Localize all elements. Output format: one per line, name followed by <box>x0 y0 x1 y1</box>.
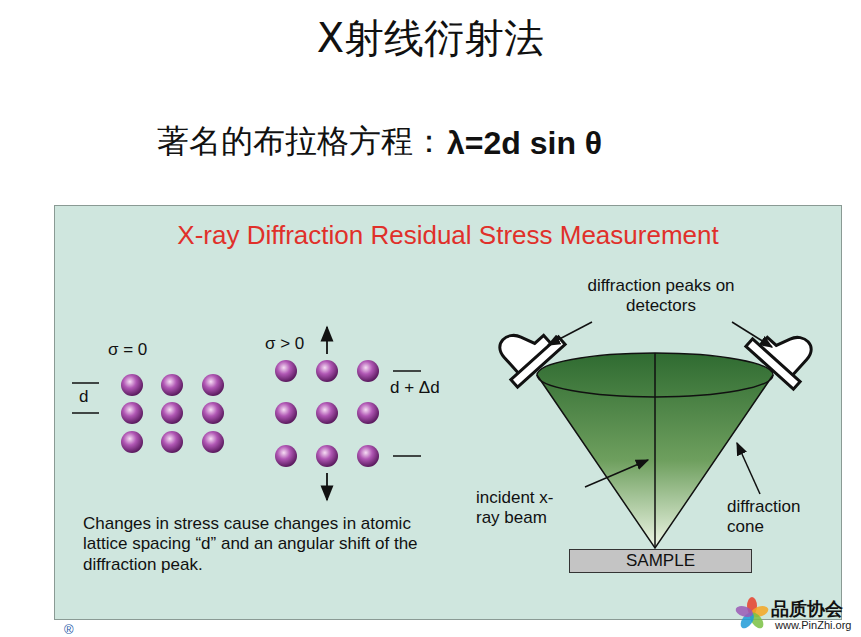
watermark-logo <box>734 597 769 631</box>
spacing-tick <box>393 370 421 372</box>
atom <box>316 402 338 424</box>
spacing-tick <box>72 382 99 384</box>
atom <box>121 374 143 396</box>
spacing-tick <box>393 455 421 457</box>
watermark-url: www.PinZhi.org <box>775 619 851 632</box>
spacing-label: d <box>79 387 88 407</box>
callout-label: diffraction peaks on detectors <box>585 276 737 317</box>
lattice-unstressed <box>121 374 224 453</box>
atom <box>121 431 143 453</box>
leader-arrow <box>548 322 592 345</box>
atom <box>202 374 224 396</box>
panel-heading: X-ray Diffraction Residual Stress Measur… <box>55 206 841 251</box>
atom <box>161 431 183 453</box>
stress-label: σ > 0 <box>265 334 304 354</box>
registered-mark: ® <box>64 622 74 637</box>
watermark-text: 品质协会 <box>771 598 843 620</box>
page-title: X射线衍射法 <box>0 14 861 62</box>
stress-label: σ = 0 <box>108 340 147 360</box>
callout-label: incident x-ray beam <box>476 488 576 529</box>
callout-label: diffraction cone <box>727 497 827 538</box>
leader-arrow <box>732 322 772 347</box>
atom <box>161 402 183 424</box>
subtitle-text: 著名的布拉格方程： <box>157 122 445 160</box>
atom <box>357 445 379 467</box>
leader-arrow <box>737 443 760 494</box>
bragg-equation: λ=2d sin θ <box>447 124 602 162</box>
caption-note: Changes in stress cause changes in atomi… <box>83 514 433 575</box>
sample-box: SAMPLE <box>569 549 752 573</box>
atom <box>202 431 224 453</box>
atom <box>121 402 143 424</box>
spacing-tick <box>72 412 99 414</box>
atom <box>161 374 183 396</box>
detector <box>487 311 565 387</box>
stress-arrow <box>326 473 328 500</box>
sample-label: SAMPLE <box>570 550 751 571</box>
atom <box>357 360 379 382</box>
atom <box>316 360 338 382</box>
incident-beam <box>654 353 656 548</box>
spacing-label: d + Δd <box>390 378 440 398</box>
detector <box>746 313 824 389</box>
atom <box>202 402 224 424</box>
atom <box>316 445 338 467</box>
atom <box>275 360 297 382</box>
leader-arrow <box>585 460 648 487</box>
lattice-stressed <box>275 360 379 467</box>
atom <box>275 445 297 467</box>
atom <box>357 402 379 424</box>
stress-arrow <box>326 327 328 354</box>
atom <box>275 402 297 424</box>
